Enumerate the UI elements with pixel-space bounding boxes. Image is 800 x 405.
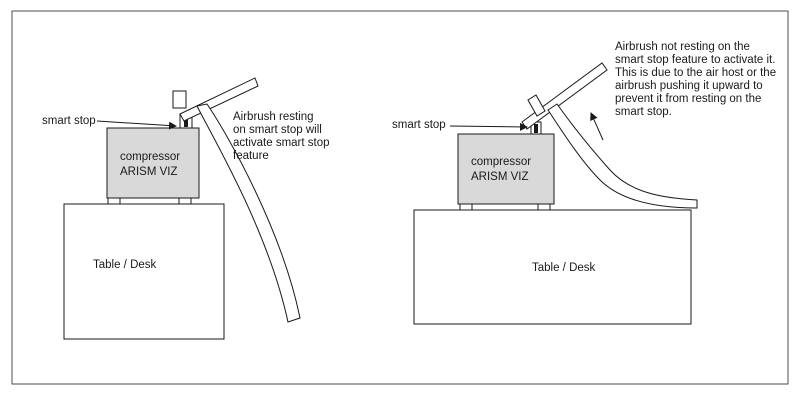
right-table — [413, 209, 692, 325]
left-compressor-label-2: ARISM VIZ — [120, 166, 178, 178]
right-annotation-line: smart stop feature to activate it. — [615, 54, 775, 66]
right-table-label: Table / Desk — [532, 262, 596, 274]
left-scene: Table / Desk compressor ARISM VIZ smart … — [42, 77, 333, 340]
right-scene: Table / Desk compressor ARISM VIZ smart … — [392, 41, 779, 325]
right-annotation-line: smart stop. — [615, 106, 672, 118]
left-annotation-line: activate smart stop — [233, 137, 330, 149]
left-smart-stop-label: smart stop — [42, 115, 96, 127]
left-compressor — [106, 127, 200, 199]
right-air-hose — [547, 103, 698, 209]
right-smart-stop-pin — [534, 124, 538, 133]
right-compressor-label-2: ARISM VIZ — [471, 171, 529, 183]
right-compressor — [457, 133, 555, 205]
left-annotation-line: Airbrush resting — [233, 111, 314, 123]
outer-frame — [11, 10, 789, 385]
left-compressor-foot — [107, 197, 121, 205]
right-annotation-line: airbrush pushing it upward to — [615, 80, 763, 92]
right-compressor-label-1: compressor — [471, 156, 531, 168]
right-smart-stop-label: smart stop — [392, 119, 446, 131]
right-compressor-foot — [537, 203, 551, 211]
left-smart-stop-arrow — [96, 120, 177, 130]
right-annotation-line: This is due to the air host or the — [615, 67, 776, 79]
left-airbrush-cup — [172, 90, 187, 109]
left-compressor-label-1: compressor — [120, 151, 180, 163]
upward-push-arrow — [590, 112, 604, 141]
left-annotation: Airbrush resting on smart stop will acti… — [233, 111, 333, 162]
right-smart-stop-arrow — [449, 122, 528, 131]
left-annotation-line: on smart stop will — [233, 124, 322, 136]
right-annotation: Airbrush not resting on the smart stop f… — [615, 41, 779, 118]
left-table-label: Table / Desk — [93, 259, 157, 271]
right-annotation-line: prevent it from resting on the — [615, 93, 761, 105]
left-compressor-foot — [178, 197, 192, 205]
left-table — [63, 203, 225, 340]
right-airbrush-cup — [527, 94, 546, 117]
right-annotation-line: Airbrush not resting on the — [615, 41, 750, 53]
left-annotation-line: feature — [233, 150, 269, 162]
right-compressor-foot — [459, 203, 473, 211]
left-smart-stop-pin — [184, 117, 188, 127]
left-air-hose — [196, 103, 301, 323]
